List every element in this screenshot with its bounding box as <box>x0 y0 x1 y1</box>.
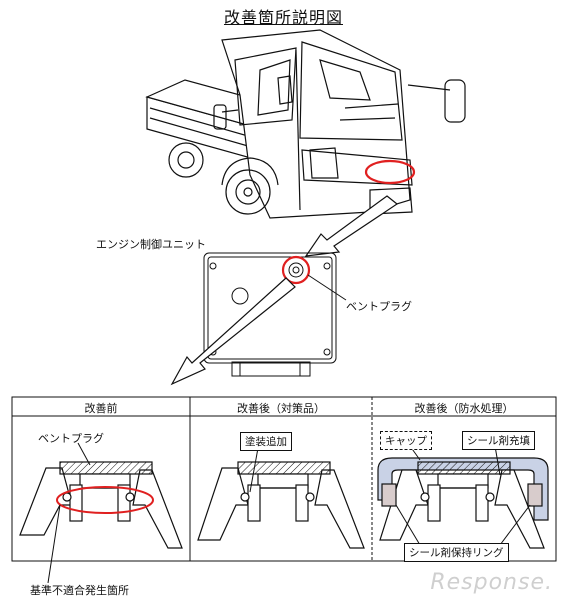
vent-plug-label: ベントプラグ <box>346 300 412 313</box>
paint-added-callout: 塗装追加 <box>240 432 292 451</box>
nonconformity-label: 基準不適合発生箇所 <box>30 584 129 597</box>
seal-ring-leader-left <box>395 504 421 546</box>
truck-illustration <box>145 29 466 219</box>
arrow-ecu-to-table <box>170 277 296 386</box>
vent-plug-panel-leader <box>77 442 91 466</box>
header-after-waterproof: 改善後（防水処理） <box>414 402 514 415</box>
nonconformity-leader <box>47 504 61 584</box>
watermark: Response. <box>430 570 553 595</box>
header-before: 改善前 <box>84 402 118 415</box>
truck-highlight <box>364 159 416 185</box>
nonconformity-highlight <box>56 486 154 514</box>
arrow-truck-to-ecu <box>304 195 399 257</box>
vent-plug-highlight <box>281 255 311 285</box>
panel-after-waterproof <box>377 457 549 549</box>
sealant-leader <box>494 445 501 476</box>
seal-ring-callout: シール剤保持リング <box>404 543 509 562</box>
sealant-fill-callout: シール剤充填 <box>462 431 535 450</box>
panel-before <box>19 461 183 549</box>
panel-after-fix <box>197 461 365 549</box>
seal-ring-leader-right <box>499 504 531 546</box>
ecu-label: エンジン制御ユニット <box>96 238 206 251</box>
cap-callout: キャップ <box>380 431 432 450</box>
detail-table <box>11 396 557 562</box>
page-title: 改善箇所説明図 <box>223 8 343 27</box>
vent-plug-leader <box>307 274 347 301</box>
paint-added-leader <box>249 447 259 493</box>
vent-plug-panel-label: ベントプラグ <box>38 432 104 445</box>
ecu-unit <box>203 252 337 377</box>
header-after-fix: 改善後（対策品） <box>237 402 325 415</box>
